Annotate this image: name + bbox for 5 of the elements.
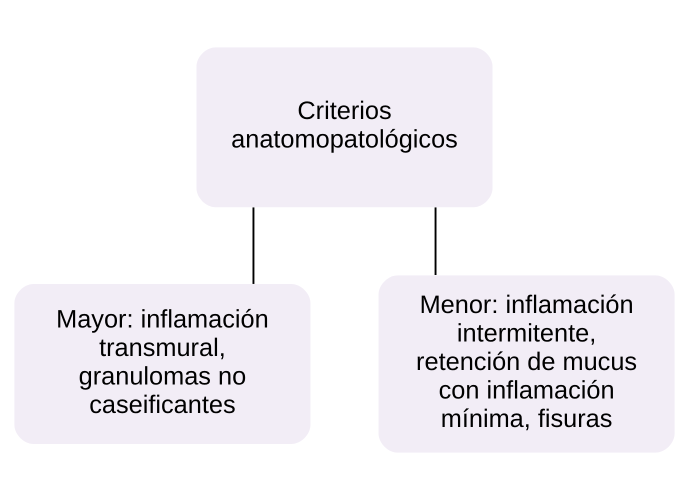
connector <box>434 206 436 274</box>
connector <box>252 206 254 284</box>
node-box: Menor: inflamación intermitente, retención de mucus con inflamación mínima, fisuras <box>378 274 675 452</box>
node-box: Mayor: inflamación transmural, granulomas no caseificantes <box>14 284 310 444</box>
node-box: Criterios anatomopatológicos <box>196 46 493 207</box>
